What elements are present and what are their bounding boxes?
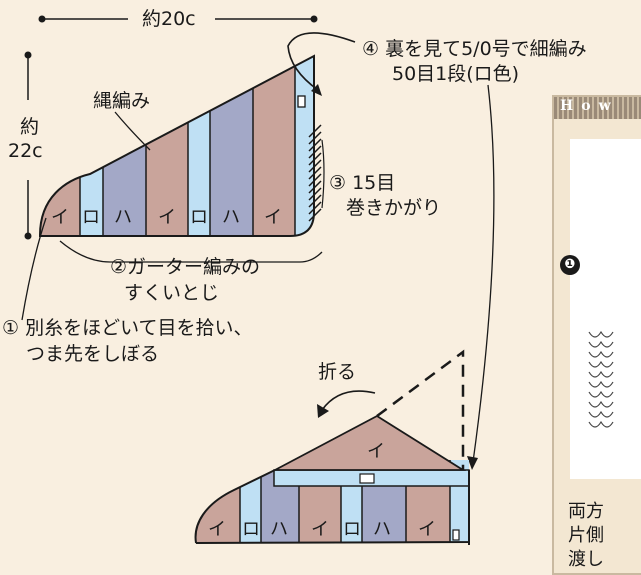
stripe-7 [253, 56, 295, 236]
width-dimension [38, 15, 318, 23]
stripe-label-7: イ [264, 207, 282, 228]
step4-curve-arrow [287, 32, 356, 91]
step4-label-line2: 50目1段(ロ色) [392, 63, 520, 85]
folded-small-square [452, 529, 460, 541]
howto-step-number: ❶ [560, 255, 580, 275]
step1-label-line2: つま先をしぼる [26, 343, 160, 365]
stripe-8 [295, 56, 314, 236]
flap-band-mark [359, 473, 375, 484]
stripe-label-2: ロ [82, 207, 100, 228]
folded-stripe-label-3: ハ [270, 519, 288, 540]
stripe-label-1: イ [51, 207, 69, 228]
step2-label-line1: ②ガーター編みの [110, 256, 261, 278]
step4-arrowhead [311, 84, 322, 96]
stripe-label-6: ハ [222, 207, 240, 228]
main-piece-outline [39, 54, 315, 237]
stripe-label-3: ハ [114, 207, 132, 228]
step2-bracket [59, 240, 323, 263]
stripe-label-5: ロ [190, 207, 208, 228]
step2-label-line2: すくいとじ [124, 282, 220, 304]
height-label-line2: 22c [8, 140, 43, 162]
folded-stripe-label-7: イ [418, 519, 436, 540]
step4-label-line1: ④ 裏を見て5/0号で細編み [362, 38, 587, 60]
cable-leader [114, 111, 151, 151]
folded-stripe-label-6: ハ [373, 519, 391, 540]
fold-label: 折る [318, 361, 357, 383]
whip-stitch-marks [308, 124, 322, 222]
connector-line [472, 84, 495, 463]
howto-panel: How ❶ 両方 片側 渡し [552, 95, 641, 575]
fold-arrow [321, 390, 376, 411]
howto-title: How [560, 98, 619, 114]
howto-text-line3: 渡し [568, 549, 604, 570]
step3-label-line1: ③ 15目 [329, 172, 396, 194]
height-label-line1: 約 [20, 116, 40, 138]
folded-stripe-label-2: ロ [242, 519, 260, 540]
top-flap [274, 414, 467, 471]
howto-text-line2: 片側 [568, 525, 604, 546]
fold-arrowhead [317, 404, 329, 418]
step3-bracket [321, 139, 325, 209]
howto-illustration-area [570, 139, 641, 479]
folded-stripe-label-5: ロ [343, 519, 361, 540]
top-flap-label: イ [367, 441, 385, 462]
howto-header-band: How [554, 97, 641, 119]
howto-text-line1: 両方 [568, 501, 604, 522]
width-label: 約20c [142, 8, 196, 30]
small-square-mark [297, 95, 306, 108]
height-dimension [24, 51, 32, 240]
cable-label: 縄編み [93, 90, 151, 112]
step1-label-line1: ① 別糸をほどいて目を拾い、 [2, 317, 253, 339]
knitting-diagram [21, 15, 495, 545]
folded-stripe-label-1: イ [208, 519, 226, 540]
step1-leader [21, 217, 47, 321]
folded-stripe-label-4: イ [311, 519, 329, 540]
stripe-label-4: イ [158, 207, 176, 228]
connector-arrowhead [467, 456, 478, 470]
fold-dashed-line [376, 349, 465, 470]
step3-label-line2: 巻きかがり [346, 197, 442, 219]
knit-stitch-icon [588, 330, 614, 428]
